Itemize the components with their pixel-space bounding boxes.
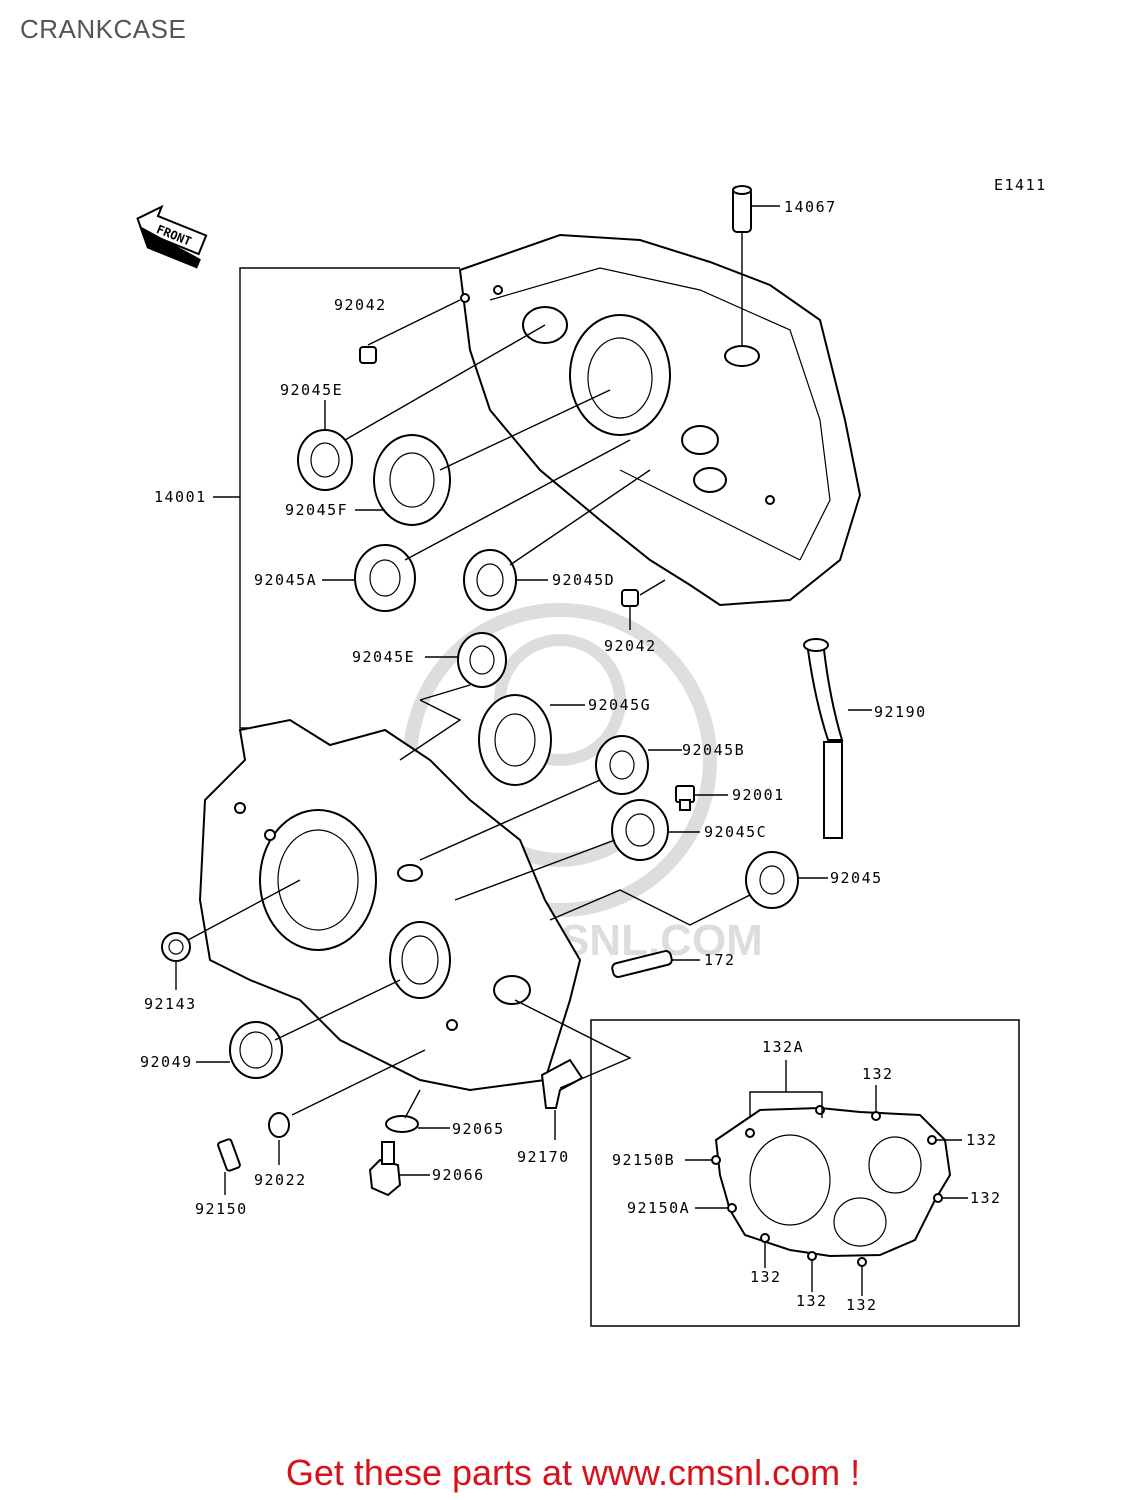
bearing-92045E-top-icon <box>297 429 353 491</box>
washer-92022-icon <box>268 1112 290 1138</box>
label-92066: 92066 <box>432 1166 485 1184</box>
left-crankcase-half <box>198 718 582 1092</box>
label-172: 172 <box>704 951 736 969</box>
bearing-92045E-mid-icon <box>457 632 507 688</box>
bearing-92045A-icon <box>354 544 416 612</box>
front-arrow-icon: FRONT <box>136 204 208 269</box>
label-92065: 92065 <box>452 1120 505 1138</box>
label-92045C: 92045C <box>704 823 767 841</box>
label-92045E-top: 92045E <box>280 381 343 399</box>
label-132-f: 132 <box>846 1296 878 1314</box>
bearing-92045G-icon <box>478 694 552 786</box>
label-92045D: 92045D <box>552 571 615 589</box>
label-92150B: 92150B <box>612 1151 675 1169</box>
label-14001: 14001 <box>154 488 207 506</box>
label-92150A: 92150A <box>627 1199 690 1217</box>
fitting-92150-icon <box>217 1138 241 1172</box>
label-92045: 92045 <box>830 869 883 887</box>
label-132-b: 132 <box>966 1131 998 1149</box>
label-92045E-mid: 92045E <box>352 648 415 666</box>
bearing-92045F-icon <box>373 434 451 526</box>
label-92045B: 92045B <box>682 741 745 759</box>
leader-lines <box>175 205 872 1195</box>
bearing-92045D-icon <box>463 549 517 611</box>
assembly-bracket-14001 <box>239 267 460 729</box>
label-132A: 132A <box>762 1038 804 1056</box>
label-14067: 14067 <box>784 198 837 216</box>
label-92170: 92170 <box>517 1148 570 1166</box>
page-title: CRANKCASE <box>20 14 187 44</box>
label-132-c: 132 <box>970 1189 1002 1207</box>
label-92042-mid: 92042 <box>604 637 657 655</box>
label-132-d: 132 <box>750 1268 782 1286</box>
plug-92001-icon <box>675 785 695 811</box>
label-132-a: 132 <box>862 1065 894 1083</box>
bearing-92045C-icon <box>611 799 669 861</box>
label-132-e: 132 <box>796 1292 828 1310</box>
label-92042-top: 92042 <box>334 296 387 314</box>
washer-92065-icon <box>385 1115 419 1133</box>
label-92049: 92049 <box>140 1053 193 1071</box>
oil-seal-92049-icon <box>229 1021 283 1079</box>
diagram-code: E1411 <box>994 176 1047 194</box>
dowel-pin-14067-icon <box>732 185 752 233</box>
label-92045F: 92045F <box>285 501 348 519</box>
stud-172-icon <box>611 950 673 978</box>
dowel-92042-mid-icon <box>621 589 639 607</box>
label-92001: 92001 <box>732 786 785 804</box>
bearing-92045-icon <box>745 851 799 909</box>
bolt-location-inset <box>590 1019 1020 1327</box>
label-92045A: 92045A <box>254 571 317 589</box>
bracket-92170-icon <box>540 1058 584 1109</box>
label-92143: 92143 <box>144 995 197 1013</box>
label-92190: 92190 <box>874 703 927 721</box>
footer-shop-link[interactable]: Get these parts at www.cmsnl.com ! <box>285 1452 861 1493</box>
dowel-92042-top-icon <box>359 346 377 364</box>
bolt-92066-icon <box>368 1141 402 1197</box>
label-92022: 92022 <box>254 1171 307 1189</box>
part-number-labels: 14067 92042 92045E 14001 92045F 92045A 9… <box>140 198 1002 1314</box>
bearing-92045B-icon <box>595 735 649 795</box>
breather-hose-92190-icon <box>803 638 844 839</box>
label-92150: 92150 <box>195 1200 248 1218</box>
collar-92143-icon <box>161 932 191 962</box>
label-92045G: 92045G <box>588 696 651 714</box>
right-crankcase-half <box>458 233 862 607</box>
